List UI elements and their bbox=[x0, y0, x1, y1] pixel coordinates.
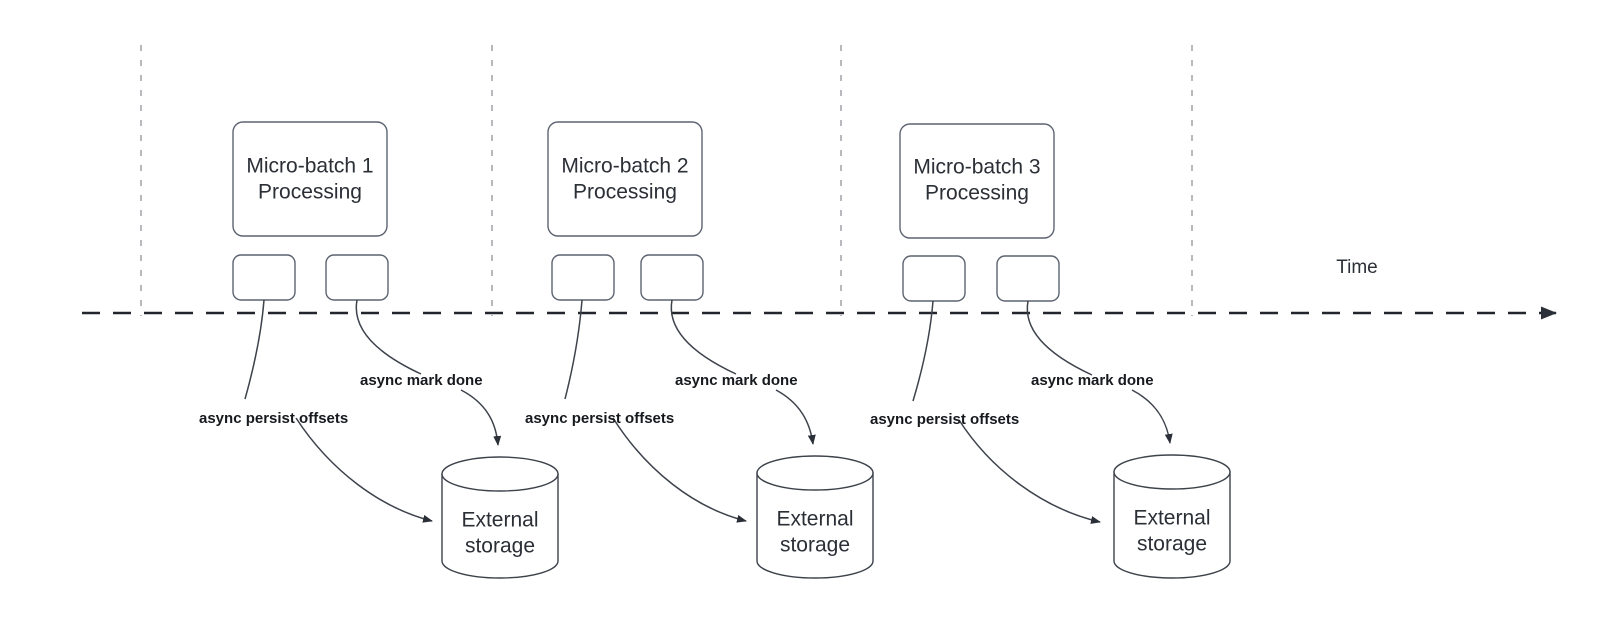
group-3-markdone-curve bbox=[1131, 389, 1173, 444]
group-1-async-mark-done-label: async mark done bbox=[360, 372, 483, 389]
group-1-cylinder-top bbox=[441, 456, 559, 492]
group-3-task-box-a[interactable] bbox=[902, 255, 966, 302]
micro-batch-1-title-line1: Micro-batch 1 bbox=[246, 155, 373, 178]
group-2-external-storage[interactable]: External storage bbox=[756, 455, 874, 579]
micro-batch-2-title-line2: Processing bbox=[573, 181, 677, 204]
group-1-storage-line2: storage bbox=[465, 535, 535, 558]
group-3-cylinder-top bbox=[1113, 454, 1231, 490]
group-2-markdone-stub bbox=[670, 299, 737, 375]
micro-batch-1-title-line2: Processing bbox=[258, 181, 362, 204]
group-1-persist-stub bbox=[244, 299, 265, 400]
group-1-persist-curve bbox=[295, 417, 433, 523]
group-1-task-box-a[interactable] bbox=[232, 254, 296, 301]
group-2-task-box-a[interactable] bbox=[551, 254, 615, 301]
group-2-cylinder-body[interactable] bbox=[756, 472, 874, 579]
micro-batch-2-title-line1: Micro-batch 2 bbox=[561, 155, 688, 178]
micro-batch-3-rect[interactable] bbox=[899, 123, 1055, 239]
micro-batch-3-title-line1: Micro-batch 3 bbox=[913, 156, 1040, 179]
timeline-label: Time bbox=[1336, 257, 1378, 278]
group-3-storage-line2: storage bbox=[1137, 533, 1207, 556]
group-2-persist-curve bbox=[612, 417, 747, 523]
group-3: Micro-batch 3 Processing async persist o… bbox=[870, 123, 1231, 579]
group-1: Micro-batch 1 Processing async persist o… bbox=[199, 121, 559, 579]
group-1-storage-line1: External bbox=[461, 509, 538, 532]
micro-batch-3-box[interactable]: Micro-batch 3 Processing bbox=[899, 123, 1055, 239]
group-1-async-persist-offsets-label: async persist offsets bbox=[199, 410, 348, 427]
group-3-cylinder-body[interactable] bbox=[1113, 471, 1231, 579]
timeline-axis: Time bbox=[82, 257, 1557, 320]
group-1-external-storage[interactable]: External storage bbox=[441, 456, 559, 579]
micro-batch-1-box[interactable]: Micro-batch 1 Processing bbox=[232, 121, 388, 237]
group-2-markdone-curve bbox=[775, 389, 816, 445]
group-3-persist-stub bbox=[912, 300, 934, 402]
group-2-storage-line1: External bbox=[776, 508, 853, 531]
micro-batch-1-rect[interactable] bbox=[232, 121, 388, 237]
micro-batch-3-title-line2: Processing bbox=[925, 182, 1029, 205]
micro-batch-2-box[interactable]: Micro-batch 2 Processing bbox=[547, 121, 703, 237]
group-2-persist-stub bbox=[564, 299, 583, 400]
group-1-task-box-b[interactable] bbox=[325, 254, 389, 301]
group-3-async-persist-offsets-label: async persist offsets bbox=[870, 411, 1019, 428]
micro-batch-2-rect[interactable] bbox=[547, 121, 703, 237]
group-3-external-storage[interactable]: External storage bbox=[1113, 454, 1231, 579]
divider-group bbox=[140, 45, 1193, 316]
group-2-task-box-b[interactable] bbox=[640, 254, 704, 301]
group-1-markdone-stub bbox=[355, 299, 422, 375]
group-1-markdone-curve bbox=[460, 389, 502, 446]
group-2-async-persist-offsets-label: async persist offsets bbox=[525, 410, 674, 427]
group-3-async-mark-done-label: async mark done bbox=[1031, 372, 1154, 389]
group-3-markdone-stub bbox=[1026, 300, 1093, 376]
group-2-storage-line2: storage bbox=[780, 534, 850, 557]
group-3-storage-line1: External bbox=[1133, 507, 1210, 530]
group-3-task-box-b[interactable] bbox=[996, 255, 1060, 302]
group-2: Micro-batch 2 Processing async persist o… bbox=[525, 121, 874, 579]
group-2-cylinder-top bbox=[756, 455, 874, 491]
group-2-async-mark-done-label: async mark done bbox=[675, 372, 798, 389]
group-1-cylinder-body[interactable] bbox=[441, 473, 559, 579]
group-3-persist-curve bbox=[958, 419, 1101, 524]
